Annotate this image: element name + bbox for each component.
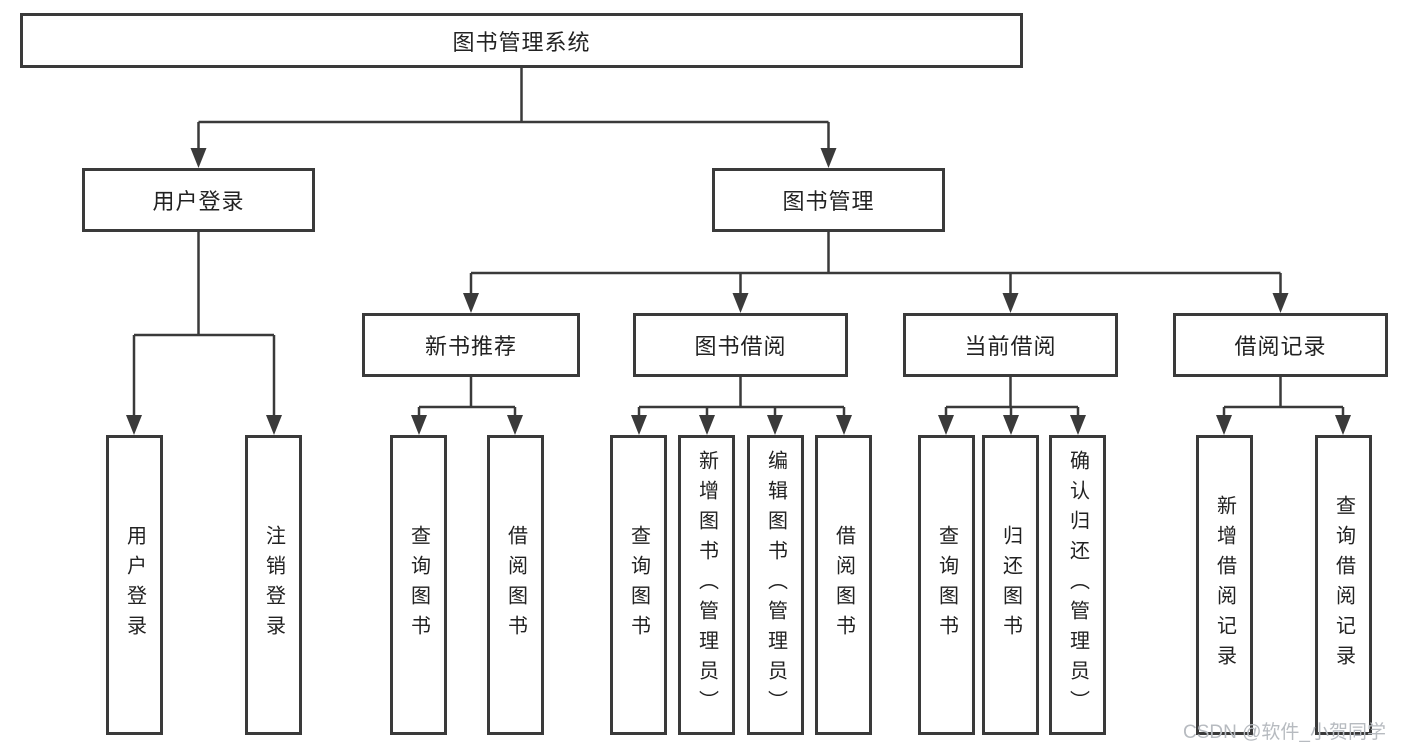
node-system-root: 图书管理系统	[20, 13, 1023, 68]
node-book-borrow: 图书借阅	[633, 313, 848, 377]
leaf-borrow-books: 借阅图书	[815, 435, 872, 735]
node-user-login: 用户登录	[82, 168, 315, 232]
node-label: 查询借阅记录	[1332, 495, 1355, 675]
arrowhead-icon	[836, 415, 852, 435]
node-label: 查询图书	[407, 525, 430, 645]
arrowhead-icon	[1272, 293, 1289, 313]
node-label: 归还图书	[999, 525, 1022, 645]
arrowhead-icon	[1216, 415, 1232, 435]
node-label: 图书借阅	[694, 334, 787, 359]
leaf-return-book: 归还图书	[982, 435, 1039, 735]
leaf-query-books-recommend: 查询图书	[390, 435, 447, 735]
leaf-query-borrow-record: 查询借阅记录	[1315, 435, 1372, 735]
arrowhead-icon	[820, 148, 837, 168]
arrowhead-icon	[1335, 415, 1351, 435]
node-new-book-recommend: 新书推荐	[362, 313, 580, 377]
arrowhead-icon	[631, 415, 647, 435]
node-label: 图书管理系统	[452, 29, 591, 55]
node-label: 借阅图书	[504, 525, 527, 645]
arrowhead-icon	[1003, 415, 1019, 435]
node-label: 注销登录	[262, 525, 285, 645]
node-label: 查询图书	[627, 525, 650, 645]
node-book-management: 图书管理	[712, 168, 945, 232]
arrowhead-icon	[938, 415, 954, 435]
node-label: 用户登录	[152, 189, 245, 214]
arrowhead-icon	[126, 415, 142, 435]
leaf-logout: 注销登录	[245, 435, 302, 735]
arrowhead-icon	[1070, 415, 1086, 435]
node-label: 新增图书（管理员）	[695, 450, 718, 720]
arrowhead-icon	[266, 415, 282, 435]
node-label: 借阅图书	[832, 525, 855, 645]
arrowhead-icon	[732, 293, 749, 313]
leaf-user-login: 用户登录	[106, 435, 163, 735]
arrowhead-icon	[190, 148, 207, 168]
arrowhead-icon	[699, 415, 715, 435]
node-label: 用户登录	[123, 525, 146, 645]
leaf-confirm-return-admin: 确认归还（管理员）	[1049, 435, 1106, 735]
node-label: 新书推荐	[424, 334, 517, 359]
leaf-borrow-books-recommend: 借阅图书	[487, 435, 544, 735]
node-label: 查询图书	[935, 525, 958, 645]
arrowhead-icon	[507, 415, 523, 435]
leaf-query-books-borrow: 查询图书	[610, 435, 667, 735]
leaf-add-borrow-record: 新增借阅记录	[1196, 435, 1253, 735]
node-label: 新增借阅记录	[1213, 495, 1236, 675]
node-borrow-records: 借阅记录	[1173, 313, 1388, 377]
arrowhead-icon	[767, 415, 783, 435]
arrowhead-icon	[463, 293, 479, 313]
node-current-borrow: 当前借阅	[903, 313, 1118, 377]
leaf-edit-book-admin: 编辑图书（管理员）	[747, 435, 804, 735]
node-label: 当前借阅	[964, 334, 1057, 359]
node-label: 编辑图书（管理员）	[764, 450, 787, 720]
node-label: 确认归还（管理员）	[1066, 450, 1089, 720]
node-label: 借阅记录	[1234, 334, 1327, 359]
arrowhead-icon	[1002, 293, 1019, 313]
node-label: 图书管理	[782, 189, 875, 214]
leaf-query-books-current: 查询图书	[918, 435, 975, 735]
arrowhead-icon	[411, 415, 427, 435]
leaf-add-book-admin: 新增图书（管理员）	[678, 435, 735, 735]
